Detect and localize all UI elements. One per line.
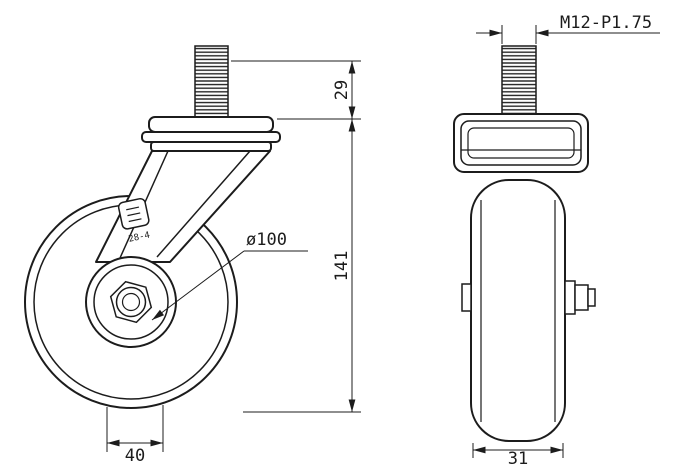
dim-swivel-offset: 40 bbox=[106, 405, 164, 466]
wheel-side-profile bbox=[470, 179, 566, 442]
fork-brand-plate: 28-4 bbox=[117, 197, 151, 245]
axle-washer-left bbox=[461, 283, 472, 312]
dim-thread-spec-label: M12-P1.75 bbox=[560, 13, 652, 33]
dim-wheel-width: 31 bbox=[472, 443, 564, 466]
axle-tip-right bbox=[587, 288, 596, 307]
wheel-hub bbox=[85, 256, 177, 348]
dim-wheel-diameter-label: ø100 bbox=[246, 230, 287, 250]
dim-wheel-diameter: ø100 bbox=[151, 230, 308, 321]
side-view bbox=[453, 45, 596, 442]
axle-washer-right bbox=[564, 280, 576, 315]
threaded-stem-side bbox=[501, 45, 537, 117]
dim-stem-length-label: 29 bbox=[332, 80, 352, 100]
dim-wheel-width-label: 31 bbox=[508, 449, 528, 466]
dimension-annotations: 29 141 ø100 40 M12-P1.75 bbox=[106, 13, 660, 466]
dim-thread-spec: M12-P1.75 bbox=[476, 13, 660, 44]
swivel-top-plate-front bbox=[141, 116, 281, 152]
dim-overall-height-label: 141 bbox=[332, 251, 352, 282]
threaded-stem-front bbox=[194, 45, 229, 119]
dim-swivel-offset-label: 40 bbox=[125, 446, 145, 466]
dim-stem-length: 29 bbox=[231, 60, 361, 120]
dim-overall-height: 141 bbox=[243, 119, 361, 413]
fork-code-label: 28-4 bbox=[128, 231, 151, 245]
axle-nut-right bbox=[574, 284, 589, 311]
swivel-top-plate-side bbox=[453, 113, 589, 173]
axle-hardware bbox=[461, 280, 596, 315]
front-view: 28-4 bbox=[24, 45, 281, 409]
